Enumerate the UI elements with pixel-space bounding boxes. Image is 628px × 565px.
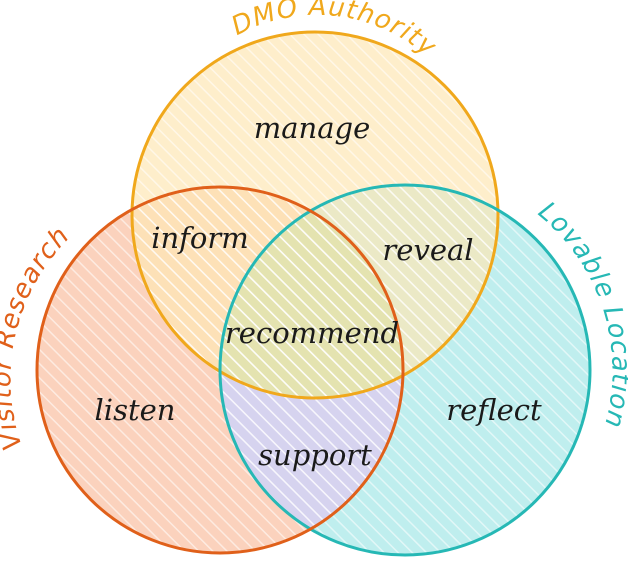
- dmo-authority-circle: [130, 30, 500, 400]
- region-label-listen: listen: [95, 393, 176, 427]
- visitor-research-circle: [35, 185, 405, 555]
- region-label-support: support: [258, 438, 372, 472]
- lovable-location-circle: [218, 183, 592, 557]
- region-label-inform: inform: [151, 221, 249, 255]
- region-label-reveal: reveal: [382, 233, 473, 267]
- region-label-recommend: recommend: [225, 316, 399, 350]
- region-label-manage: manage: [254, 111, 370, 145]
- region-label-reflect: reflect: [446, 393, 542, 427]
